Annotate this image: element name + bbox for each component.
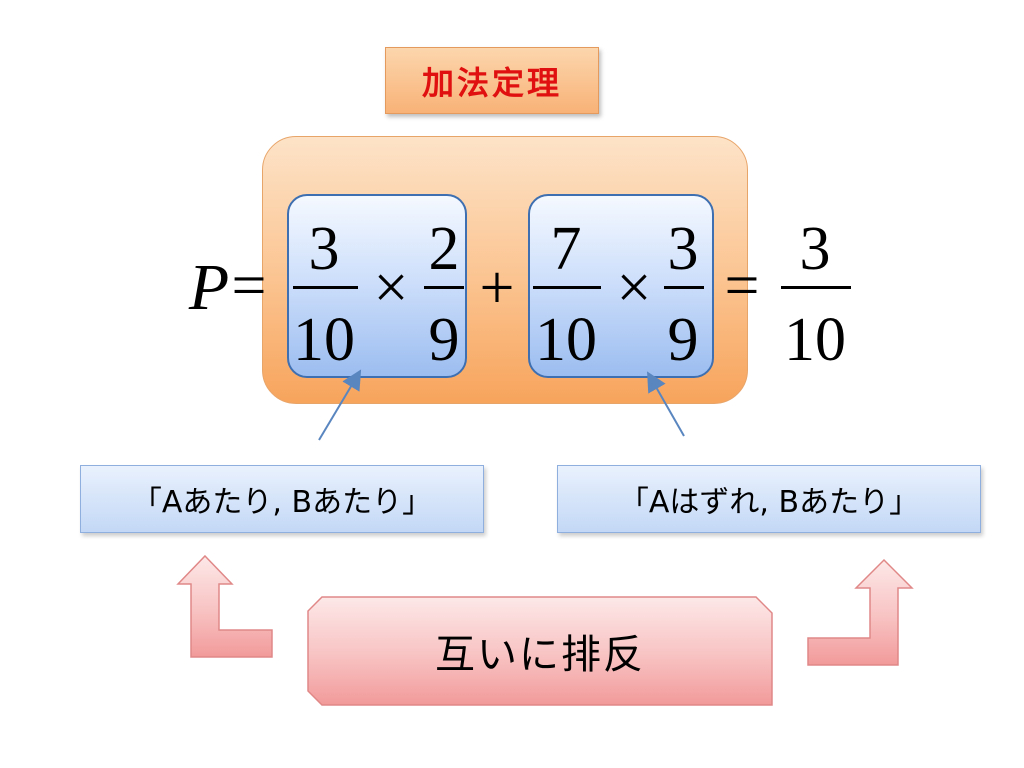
bent-arrow-right (807, 558, 914, 666)
term-2-numerator-1: 7 (550, 215, 582, 283)
result-numerator: 3 (799, 215, 831, 283)
case-a-hit-b-hit: 「Aあたり, Bあたり」 (80, 465, 484, 533)
term-1-numerator-2: 2 (428, 215, 460, 283)
mutual-exclusion-box (307, 596, 773, 706)
times-sign-1: × (373, 254, 409, 322)
mutual-exclusion-label: 互いに排反 (308, 597, 772, 705)
title-label: 加法定理 (421, 63, 562, 102)
term-1-denominator-1: 10 (293, 306, 355, 374)
pointer-arrow-right (647, 371, 685, 437)
equals-sign-2: = (724, 252, 760, 320)
case-a-miss-b-hit: 「Aはずれ, Bあたり」 (557, 465, 981, 533)
times-sign-2: × (616, 254, 652, 322)
term-2-numerator-2: 3 (667, 215, 699, 283)
term-2-denominator-1: 10 (535, 306, 597, 374)
probability-symbol: P (188, 251, 230, 324)
term-1-fraction-bar-1 (293, 286, 358, 289)
term-2-fraction-bar-1 (533, 286, 601, 289)
term-2-denominator-2: 9 (667, 306, 699, 374)
bent-arrow-left (176, 554, 273, 658)
title-box: 加法定理 (385, 47, 599, 114)
term-1-numerator-1: 3 (308, 215, 340, 283)
mutual-exclusion-text: 互いに排反 (435, 632, 645, 678)
term-1-denominator-2: 9 (428, 306, 460, 374)
plus-sign: + (479, 254, 515, 322)
result-fraction-bar (781, 286, 851, 289)
case-a-hit-b-hit-label: 「Aあたり, Bあたり」 (131, 485, 433, 520)
case-a-miss-b-hit-label: 「Aはずれ, Bあたり」 (618, 485, 920, 520)
equals-sign-1: = (231, 252, 267, 320)
result-denominator: 10 (784, 306, 846, 374)
term-1-fraction-bar-2 (424, 286, 464, 289)
term-2-fraction-bar-2 (664, 286, 704, 289)
pointer-arrow-left (318, 369, 362, 441)
